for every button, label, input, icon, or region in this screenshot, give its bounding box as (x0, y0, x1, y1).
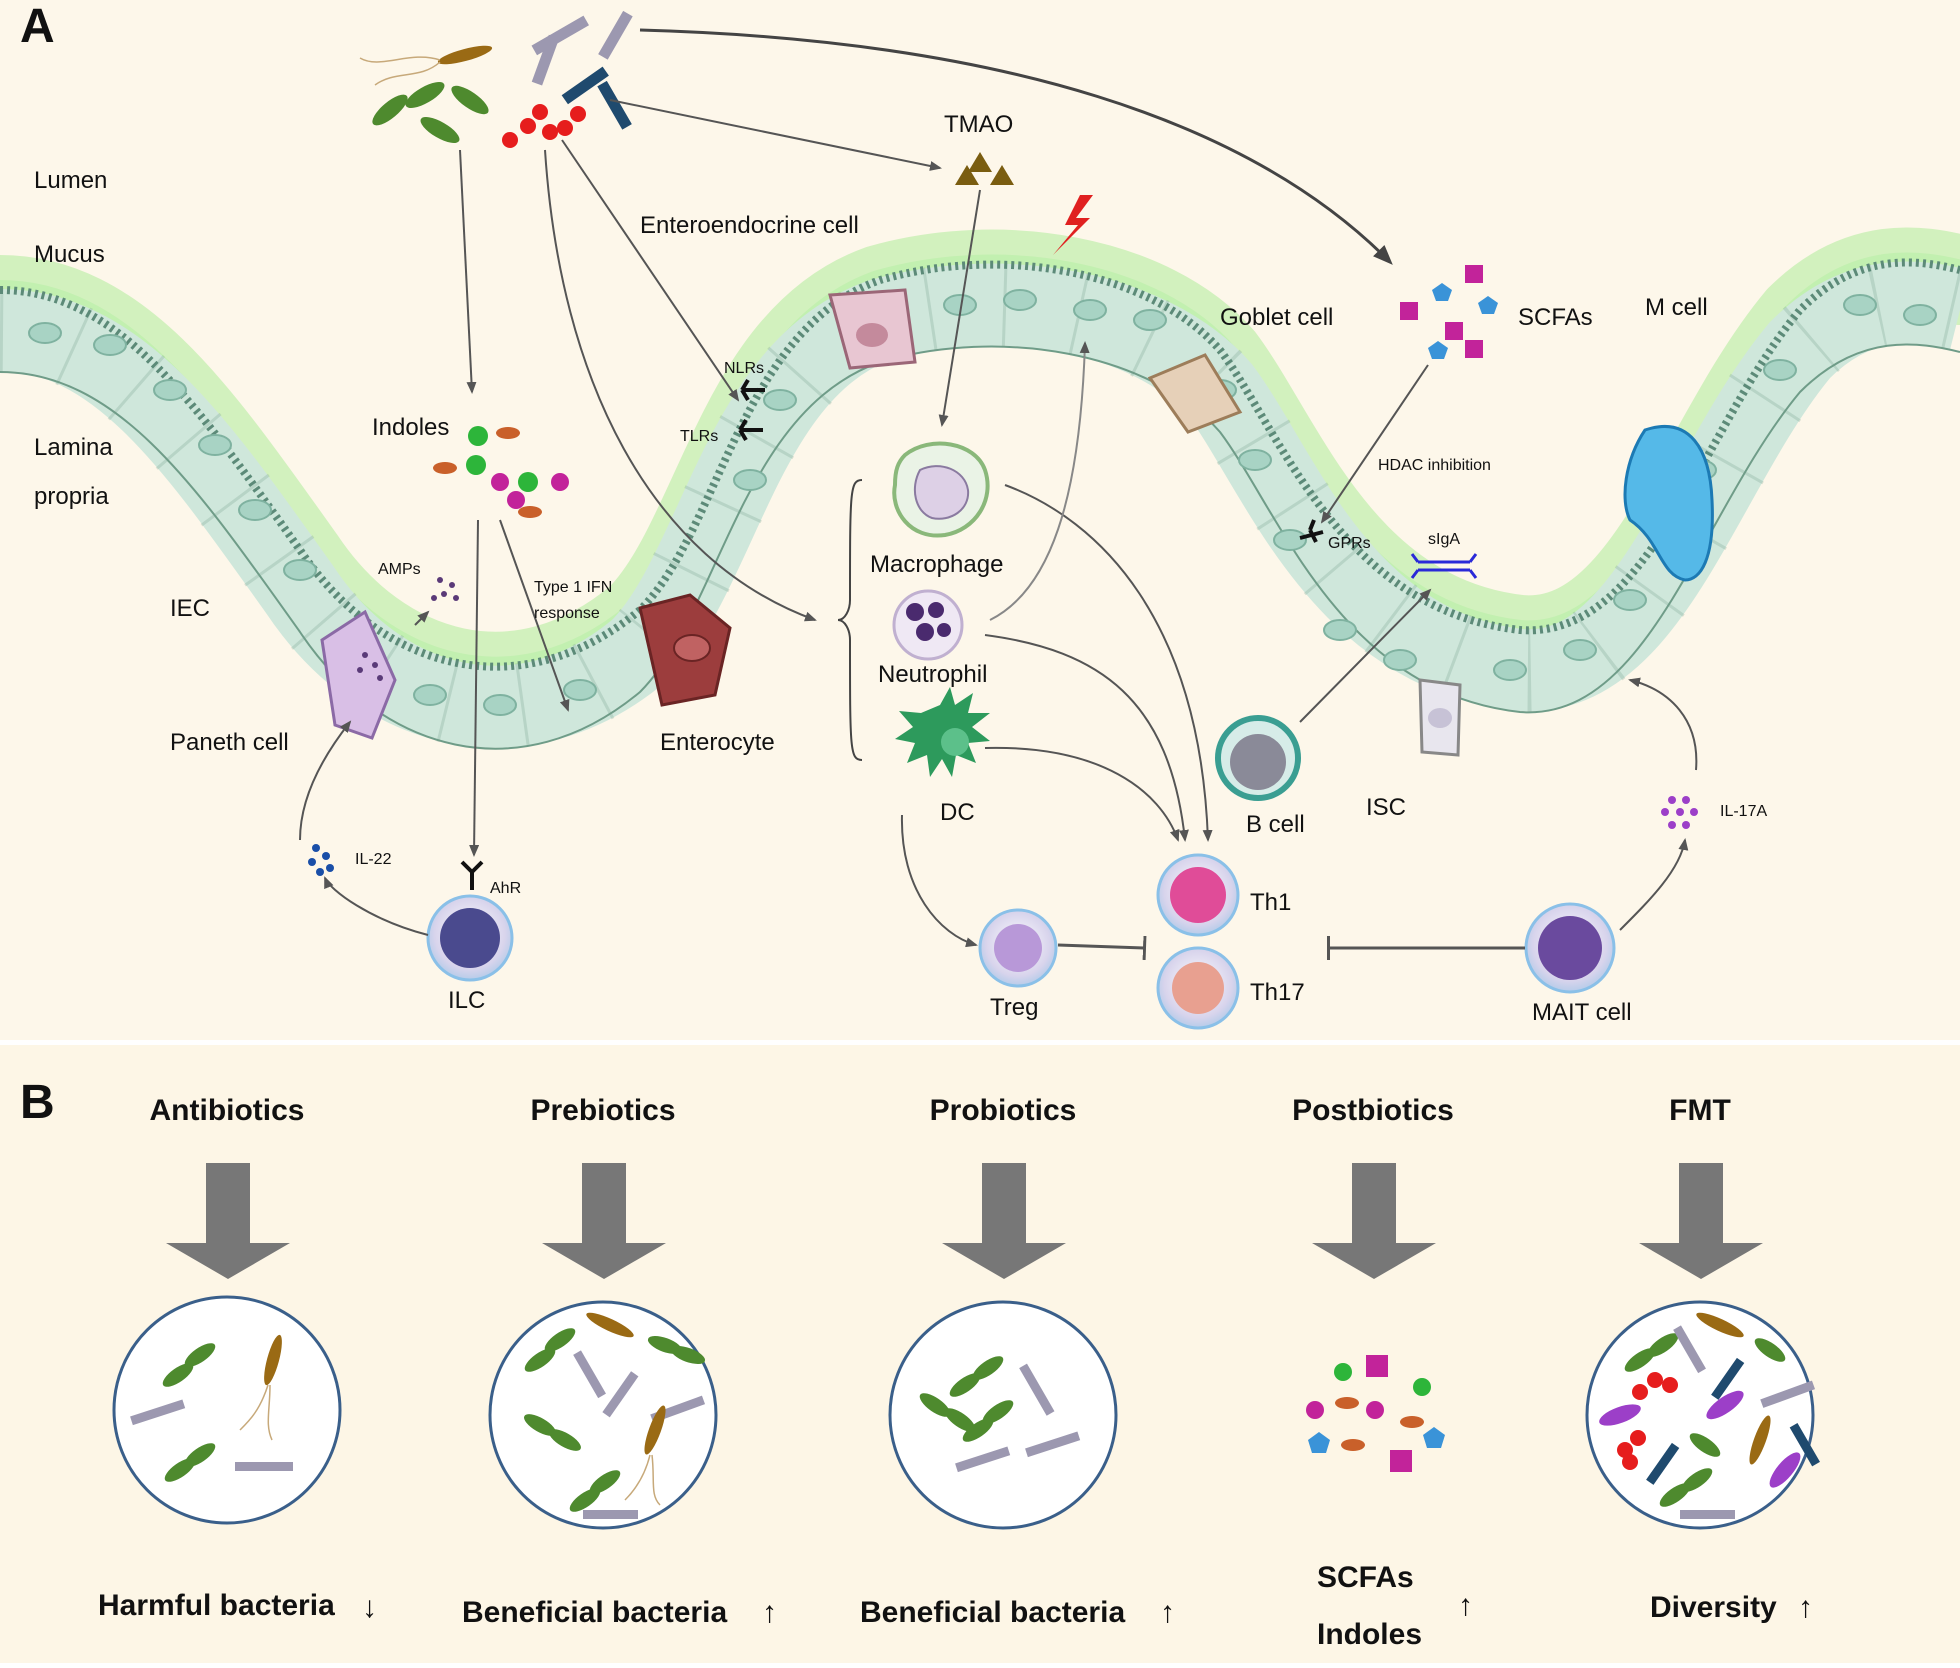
nlrs-label: NLRs (724, 360, 764, 377)
iec-label: IEC (170, 595, 210, 622)
th1-label: Th1 (1250, 889, 1291, 916)
antibiotics-circle (112, 1295, 342, 1525)
hdac-label: HDAC inhibition (1378, 457, 1491, 474)
damage-bolt-icon (1053, 195, 1093, 255)
treatment-arrows (166, 1163, 1763, 1279)
b-cell (1215, 715, 1301, 801)
outcome-fmt: Diversity (1650, 1591, 1777, 1624)
propria-label: propria (34, 483, 109, 510)
indole-molecules (433, 426, 569, 518)
mait-cell (1524, 902, 1616, 994)
paneth-cell (320, 609, 397, 740)
outcome-postbiotics-scfas: SCFAs (1317, 1561, 1414, 1594)
bacteria-cluster (359, 10, 633, 148)
fmt-circle (1585, 1300, 1820, 1530)
amps-label: AMPs (378, 561, 421, 578)
outcome-postbiotics-indoles: Indoles (1317, 1618, 1422, 1651)
paneth-label: Paneth cell (170, 729, 289, 756)
nlr-receptor-icon (740, 378, 765, 402)
tlrs-label: TLRs (680, 428, 718, 445)
macrophage-cell (892, 441, 990, 538)
treatment-heading-prebiotics: Prebiotics (530, 1094, 675, 1127)
th17-cell (1156, 946, 1240, 1030)
epithelial-nuclei (28, 289, 1937, 716)
tlr-receptor-icon (738, 418, 763, 442)
ahr-label: AhR (490, 880, 521, 897)
probiotics-circle (888, 1300, 1118, 1530)
il22-dots (308, 844, 334, 876)
treatment-arrow-prebiotics (542, 1163, 666, 1279)
outcome-antibiotics: Harmful bacteria (98, 1589, 335, 1622)
panel-a-label: A (20, 0, 55, 53)
b-cell-label: B cell (1246, 811, 1305, 838)
paneth-granules (357, 652, 383, 681)
il22-label: IL-22 (355, 851, 392, 868)
treatment-arrow-antibiotics (166, 1163, 290, 1279)
outcome-arrow-fmt: ↑ (1798, 1591, 1813, 1624)
indoles-label: Indoles (372, 414, 449, 441)
m-cell (1623, 425, 1714, 582)
enteroendocrine-label: Enteroendocrine cell (640, 212, 859, 239)
scfa-molecules (1400, 265, 1498, 359)
lamina-label: Lamina (34, 434, 113, 461)
th17-label: Th17 (1250, 979, 1305, 1006)
treatment-arrow-probiotics (942, 1163, 1066, 1279)
goblet-cell (1147, 353, 1243, 434)
treg-cell (978, 908, 1058, 988)
treatment-heading-fmt: FMT (1669, 1094, 1731, 1127)
postbiotics-molecules (1306, 1355, 1445, 1472)
siga-antibody-icon (1410, 553, 1478, 579)
neutrophil-cell (892, 589, 964, 661)
outcome-arrow-postbiotics: ↑ (1458, 1589, 1473, 1622)
mait-label: MAIT cell (1532, 999, 1632, 1026)
th1-cell (1156, 853, 1240, 937)
treg-label: Treg (990, 994, 1038, 1021)
outcome-arrow-antibiotics: ↓ (362, 1591, 377, 1624)
treatment-heading-antibiotics: Antibiotics (150, 1094, 305, 1127)
treatment-arrow-fmt (1639, 1163, 1763, 1279)
tmao-label: TMAO (944, 111, 1013, 138)
gpr-receptor-icon (1299, 519, 1324, 543)
siga-label: sIgA (1428, 531, 1460, 548)
ilc-label: ILC (448, 987, 485, 1014)
macrophage-label: Macrophage (870, 551, 1003, 578)
ifn-label-2: response (534, 605, 600, 622)
ifn-label-1: Type 1 IFN (534, 579, 612, 596)
gprs-label: GPRs (1328, 535, 1371, 552)
dc-label: DC (940, 799, 975, 826)
treatment-heading-probiotics: Probiotics (930, 1094, 1077, 1127)
mucus-label: Mucus (34, 241, 105, 268)
dendritic-cell (895, 687, 990, 777)
lumen-label: Lumen (34, 167, 107, 194)
outcome-prebiotics: Beneficial bacteria (462, 1596, 727, 1629)
ilc-cell (426, 894, 514, 982)
enterocyte-label: Enterocyte (660, 729, 775, 756)
outcome-arrow-probiotics: ↑ (1160, 1596, 1175, 1629)
microvilli (0, 258, 1960, 671)
pathway-arrows (299, 28, 1698, 961)
outcome-arrow-prebiotics: ↑ (762, 1596, 777, 1629)
tmao-molecules (955, 152, 1014, 185)
treatment-arrow-postbiotics (1312, 1163, 1436, 1279)
m-cell-label: M cell (1645, 294, 1708, 321)
isc-label: ISC (1366, 794, 1406, 821)
outcome-probiotics: Beneficial bacteria (860, 1596, 1125, 1629)
prebiotics-circle (488, 1300, 718, 1530)
ahr-receptor-icon (460, 860, 484, 890)
amp-dots (431, 577, 459, 601)
panel-b-label: B (20, 1076, 55, 1129)
il17a-dots (1661, 796, 1698, 829)
il17a-label: IL-17A (1720, 803, 1767, 820)
scfas-label: SCFAs (1518, 304, 1593, 331)
neutrophil-label: Neutrophil (878, 661, 987, 688)
treatment-heading-postbiotics: Postbiotics (1292, 1094, 1454, 1127)
goblet-label: Goblet cell (1220, 304, 1333, 331)
